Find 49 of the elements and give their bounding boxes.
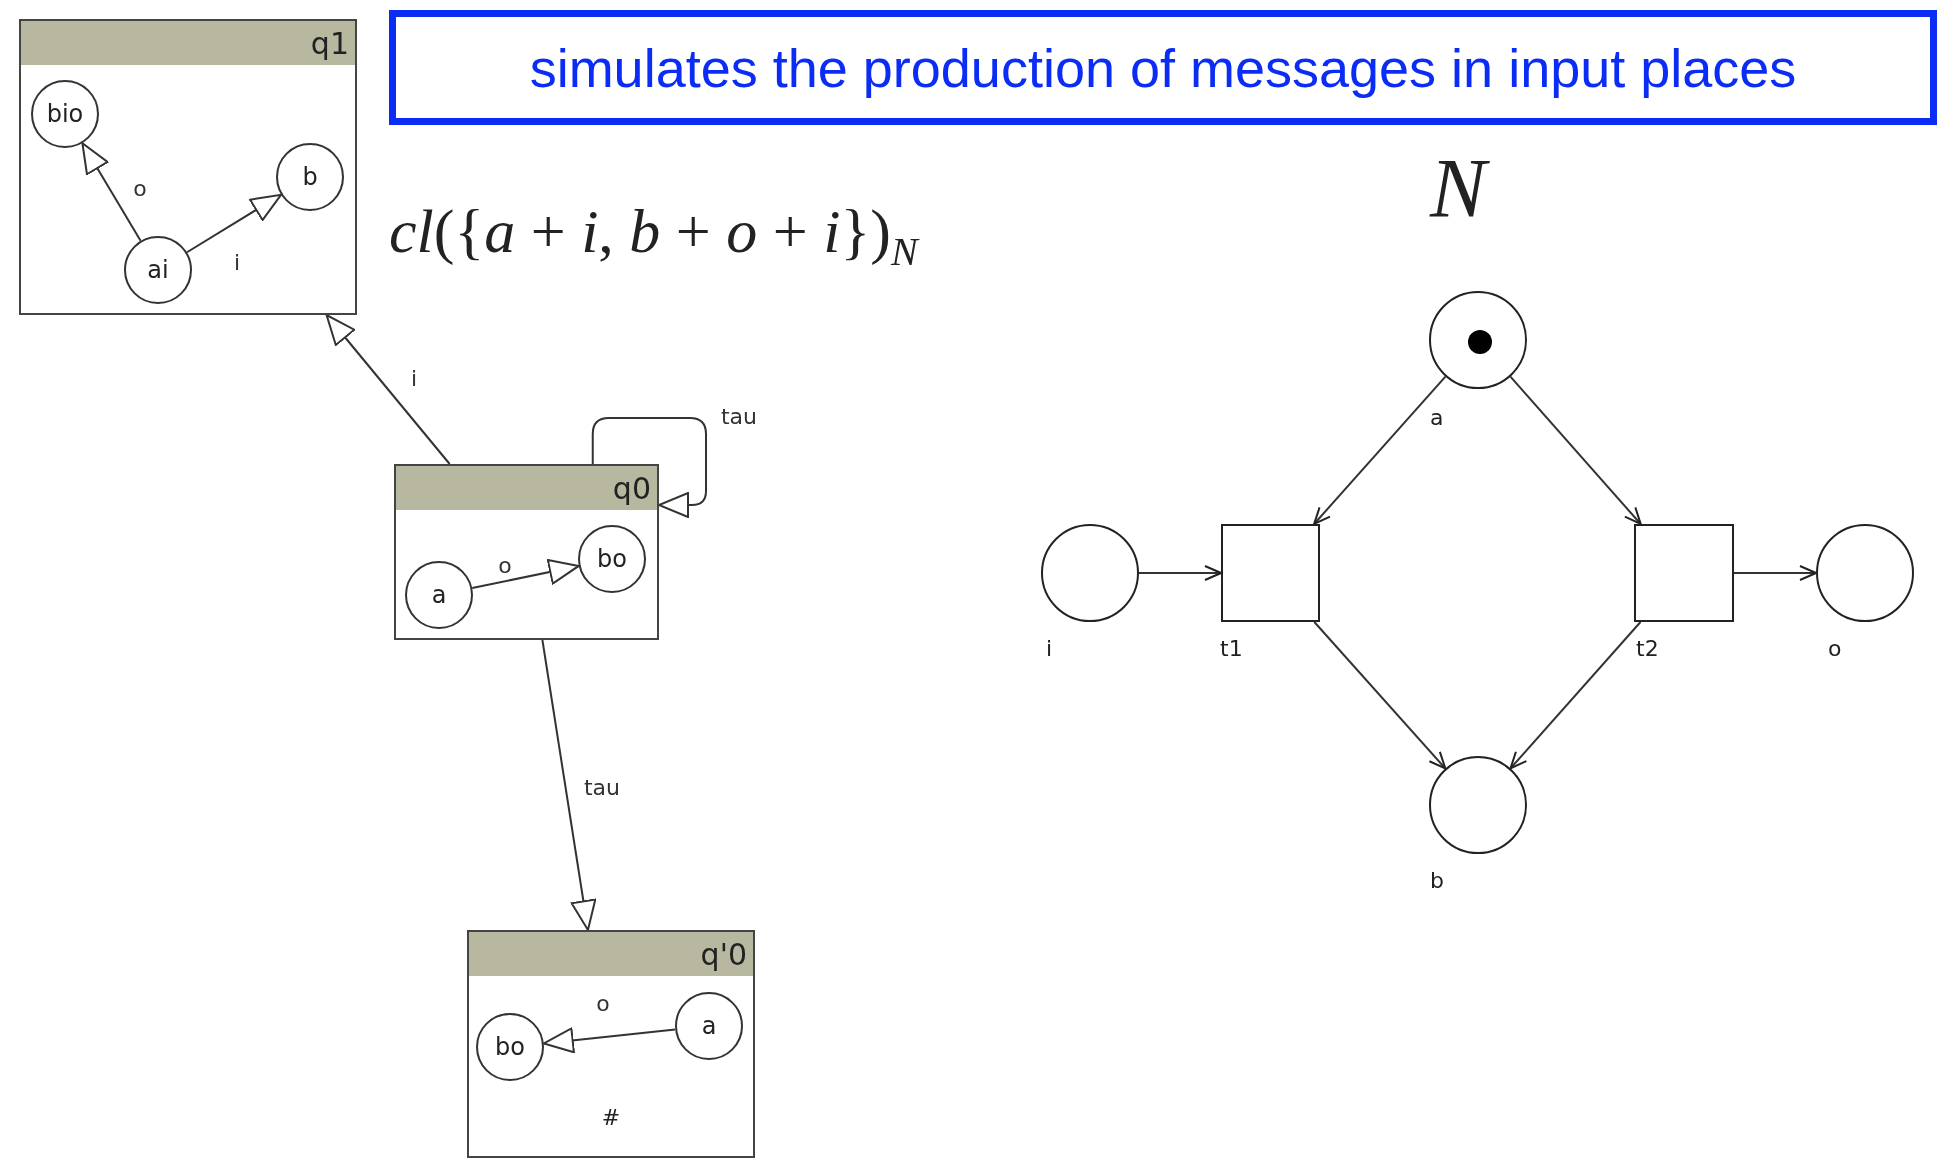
transition-box <box>1634 524 1734 622</box>
transition-arrow <box>325 314 451 465</box>
state-title: q0 <box>396 466 657 510</box>
transition-arrow <box>591 417 707 518</box>
place-label: b <box>1430 868 1444 893</box>
note-box <box>389 10 1937 125</box>
place-circle <box>1041 524 1139 622</box>
state-box <box>467 930 755 1158</box>
place-circle <box>1429 291 1527 389</box>
transition-arrow <box>471 559 580 590</box>
state-circle <box>578 525 646 593</box>
node-label: a <box>701 1012 717 1040</box>
place-label: t2 <box>1636 636 1659 661</box>
transition-box <box>1221 524 1320 622</box>
node-label: bo <box>495 1033 525 1061</box>
state-circle <box>675 992 743 1060</box>
transition-arrow <box>186 193 282 254</box>
transition-arrow <box>81 142 142 242</box>
node-label: a <box>431 581 447 609</box>
state-title: q1 <box>21 21 355 65</box>
state-circle <box>31 80 99 148</box>
state-title: q'0 <box>469 932 753 976</box>
arc <box>1733 565 1817 581</box>
transition-arrow <box>541 639 597 931</box>
place-label: o <box>1828 636 1842 661</box>
formula: cl({a + i, b + o + i})$_{N}$ <box>389 196 918 276</box>
arc <box>1138 565 1222 581</box>
node-label: bio <box>46 100 84 128</box>
state-circle <box>276 143 344 211</box>
node-label: bo <box>597 545 627 573</box>
state-circle <box>124 236 192 304</box>
place-circle <box>1816 524 1914 622</box>
place-label: a <box>1430 405 1444 430</box>
transition-arrow <box>542 1027 677 1054</box>
state-circle <box>476 1013 544 1081</box>
node-label: ai <box>147 256 169 284</box>
node-label: b <box>302 163 318 191</box>
note-text: simulates the production of messages in input places <box>529 36 1797 99</box>
place-label: i <box>1046 636 1053 661</box>
state-box <box>394 464 659 640</box>
state-circle <box>405 561 473 629</box>
state-box <box>19 19 357 315</box>
place-circle <box>1429 756 1527 854</box>
arc <box>1313 621 1447 770</box>
arc <box>1509 375 1642 525</box>
arc <box>1509 621 1642 770</box>
arc <box>1313 375 1447 525</box>
place-label: t1 <box>1220 636 1243 661</box>
state-note: # <box>600 1105 622 1130</box>
